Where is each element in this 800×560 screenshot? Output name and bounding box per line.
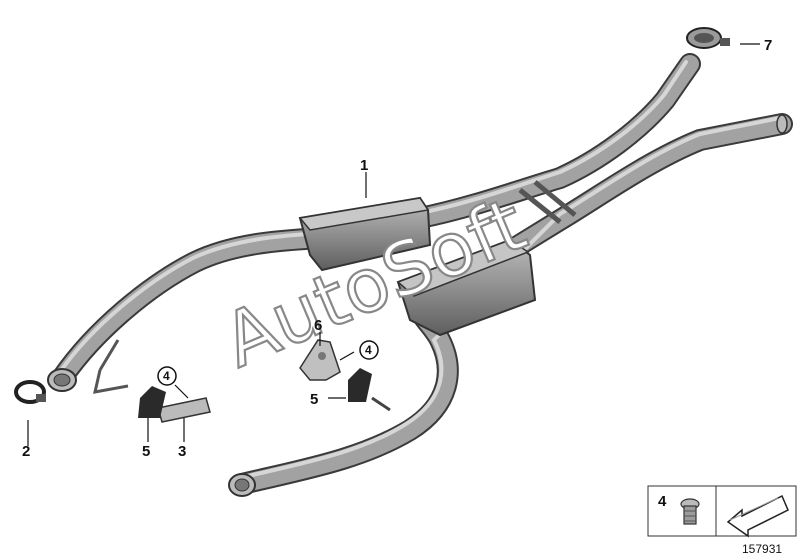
bolt-icon bbox=[680, 498, 700, 525]
bracket-part-6 bbox=[299, 339, 341, 381]
label-7: 7 bbox=[764, 37, 772, 54]
legend-bolt-label: 4 bbox=[658, 493, 667, 510]
center-muffler bbox=[298, 196, 432, 272]
callout-labels: 1 2 3 4 4 5 5 6 7 bbox=[22, 37, 772, 460]
label-1: 1 bbox=[360, 157, 368, 174]
exhaust-pipe-right bbox=[228, 113, 793, 497]
label-4b-circle: 4 bbox=[359, 340, 379, 360]
hanger-bracket-3 bbox=[157, 397, 211, 423]
label-4a: 4 bbox=[163, 369, 170, 383]
diagram-id: 157931 bbox=[742, 542, 782, 556]
leader-lines bbox=[27, 43, 760, 446]
legend-box: 4 157931 bbox=[647, 485, 797, 556]
label-6: 6 bbox=[314, 317, 322, 334]
label-2: 2 bbox=[22, 443, 30, 460]
label-4a-circle: 4 bbox=[157, 366, 177, 386]
clamp-part-7 bbox=[686, 27, 730, 49]
label-5b: 5 bbox=[310, 391, 318, 408]
rubber-mount-5-left bbox=[138, 386, 166, 418]
rear-muffler bbox=[396, 238, 537, 337]
direction-arrow-icon bbox=[726, 494, 789, 538]
label-5a: 5 bbox=[142, 443, 150, 460]
label-3: 3 bbox=[178, 443, 186, 460]
label-4b: 4 bbox=[365, 343, 372, 357]
clamp-part-2 bbox=[14, 380, 46, 404]
rubber-mount-5-right bbox=[348, 368, 391, 412]
